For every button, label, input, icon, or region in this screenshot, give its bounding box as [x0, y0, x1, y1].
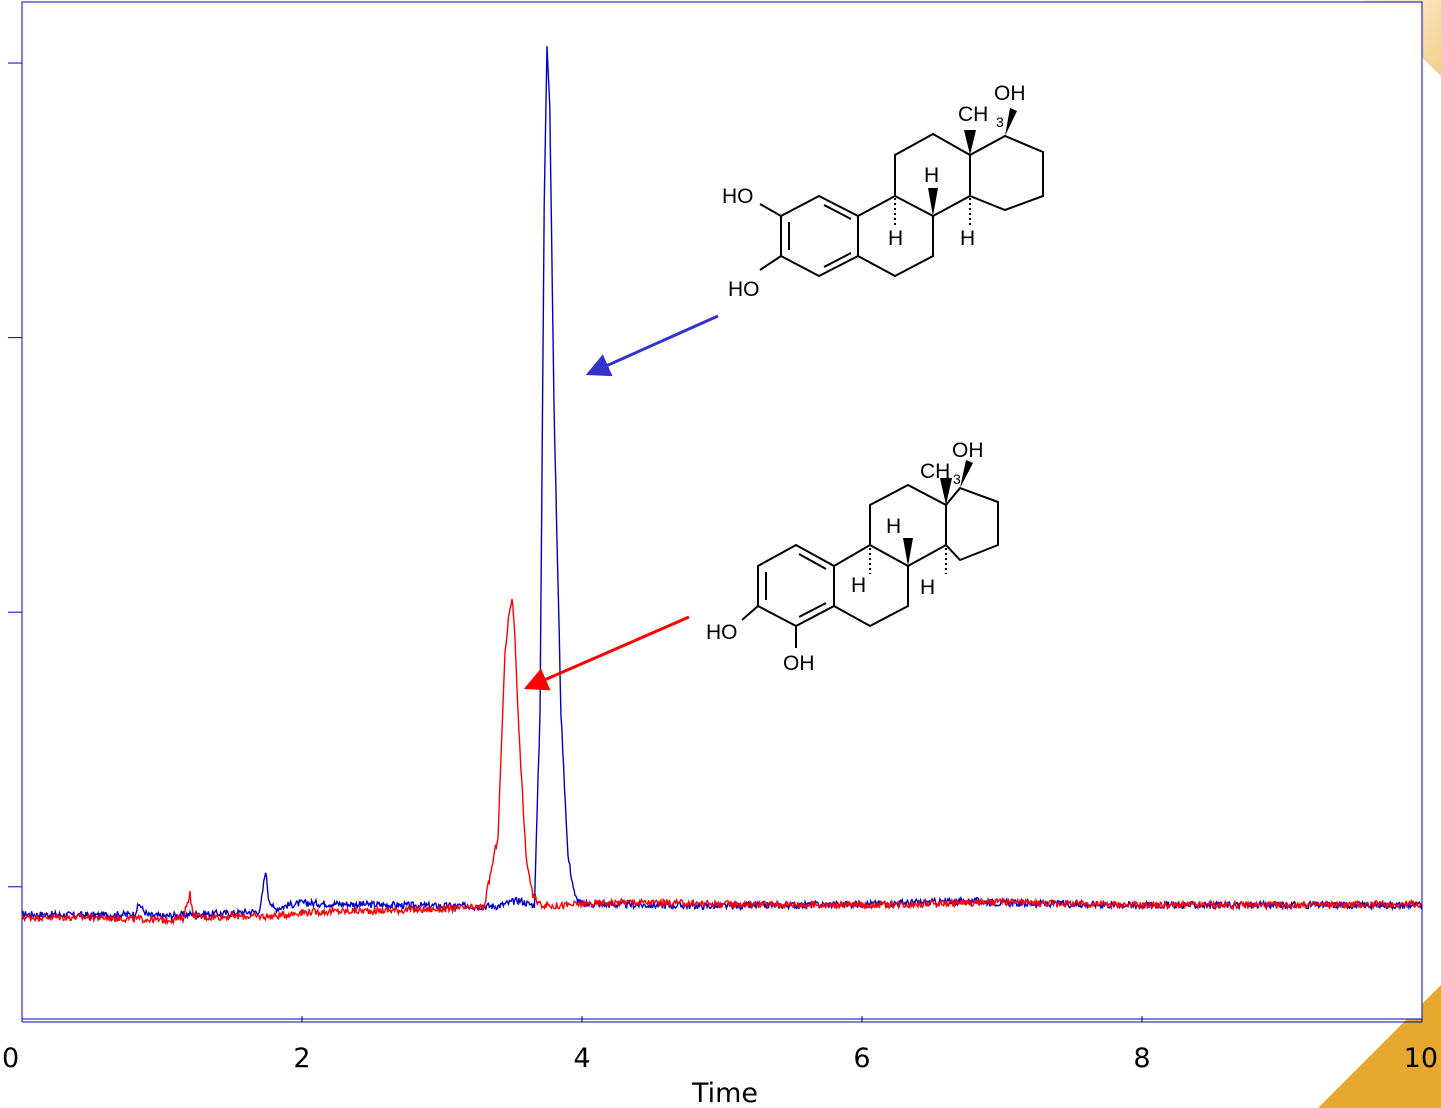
lower-atom-ch3: CH [920, 460, 950, 483]
red-arrow [523, 615, 690, 691]
upper-atom-h9: H [888, 227, 903, 250]
lower-atom-oh3: HO [706, 621, 738, 644]
x-tick-label: 4 [573, 1043, 590, 1074]
upper-atom-ch3: CH [958, 103, 988, 126]
blue-arrow [585, 314, 719, 377]
lower-atom-oh4: OH [783, 652, 815, 675]
x-axis-title: Time [691, 1078, 758, 1108]
x-tick-label: 8 [1133, 1043, 1150, 1074]
x-tick-label: 6 [853, 1043, 870, 1074]
lower-atom-h9: H [851, 574, 866, 597]
lower-atom-h8: H [886, 515, 901, 538]
series-layer [21, 46, 1423, 926]
upper-molecule-bonds [759, 108, 1044, 278]
upper-atom-h14: H [960, 227, 975, 250]
upper-molecule-structure: HO HO H H H CH 3 OH [722, 82, 1044, 301]
lower-molecule-structure: HO OH H H H CH 3 OH [706, 439, 999, 675]
lower-atom-oh17: OH [952, 439, 984, 462]
x-tick-label: 2 [293, 1043, 310, 1074]
upper-atom-oh17: OH [994, 82, 1026, 105]
y-axis-ticks [8, 62, 22, 888]
lower-atom-ch3-subscript: 3 [953, 471, 961, 487]
upper-atom-ch3-subscript: 3 [996, 114, 1004, 130]
lower-molecule-bonds [741, 460, 999, 648]
upper-atom-oh2: HO [722, 185, 754, 208]
series-line-red [21, 598, 1423, 926]
plot-frame [21, 1, 1423, 1020]
upper-atom-oh3: HO [728, 278, 760, 301]
upper-atom-h8: H [924, 164, 939, 187]
x-axis-ticks: 0 2 4 6 8 10 [2, 1016, 1438, 1074]
x-tick-label: 0 [2, 1043, 19, 1074]
lower-atom-h14: H [920, 576, 935, 599]
x-tick-label: 10 [1404, 1043, 1438, 1074]
